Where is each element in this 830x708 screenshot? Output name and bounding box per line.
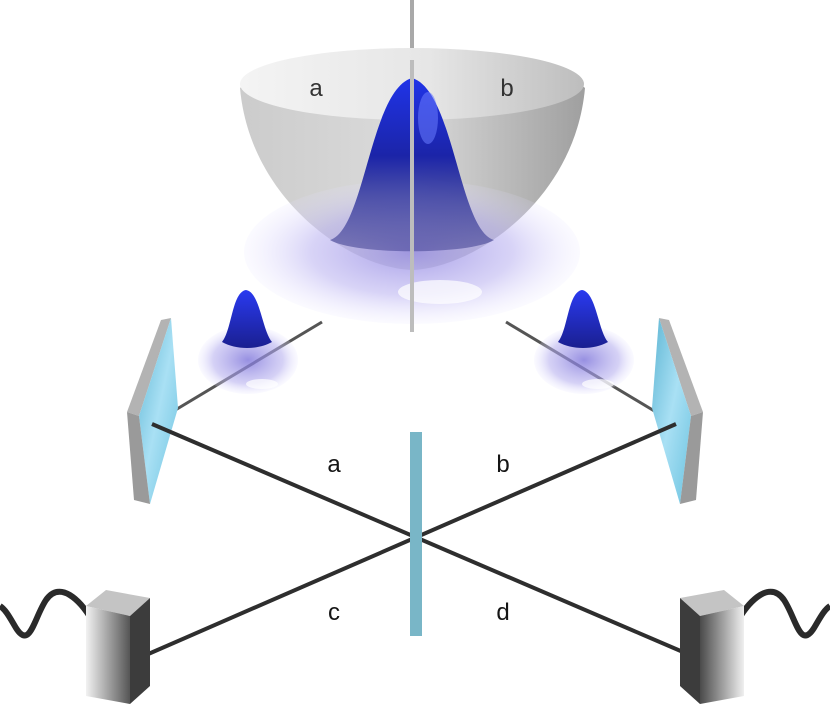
bowl-label-left: a bbox=[309, 75, 323, 102]
right-detector-side bbox=[680, 598, 700, 704]
left-mirror-edge bbox=[127, 318, 171, 416]
beam-label-b: b bbox=[496, 451, 509, 478]
bowl-label-right: b bbox=[500, 75, 513, 102]
left-mirror-face bbox=[139, 318, 178, 504]
right-detector-front bbox=[700, 606, 744, 704]
left-packet-peak bbox=[222, 290, 272, 348]
left-detector-top bbox=[86, 590, 150, 616]
left-detector-side bbox=[130, 598, 150, 704]
peak-highlight bbox=[418, 92, 438, 144]
right-mirror-edge bbox=[659, 318, 703, 416]
halo-highlight bbox=[398, 280, 482, 304]
left-packet-highlight bbox=[246, 379, 278, 389]
right-detector-cable bbox=[735, 588, 830, 639]
right-detector-top bbox=[680, 590, 744, 616]
left-detector-front bbox=[86, 606, 130, 704]
left-packet-halo bbox=[198, 326, 298, 394]
beam-label-c: c bbox=[328, 599, 340, 626]
right-mirror-side bbox=[680, 412, 703, 504]
right-mirror-face bbox=[652, 318, 691, 504]
beam-label-d: d bbox=[496, 599, 509, 626]
right-packet-peak bbox=[558, 290, 608, 348]
left-detector-cable bbox=[0, 588, 95, 639]
right-packet-highlight bbox=[582, 379, 614, 389]
left-mirror-side bbox=[127, 412, 150, 504]
right-packet-halo bbox=[534, 326, 634, 394]
beamsplitter bbox=[410, 432, 422, 636]
beam-label-a: a bbox=[327, 451, 341, 478]
